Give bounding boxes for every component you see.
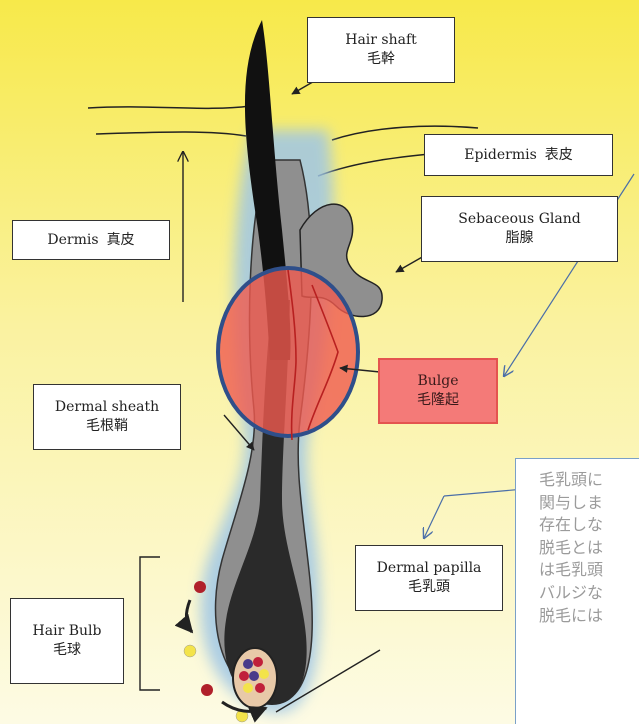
label-dermal-sheath: Dermal sheath 毛根鞘: [33, 384, 181, 450]
label-hair-shaft-en: Hair shaft: [345, 31, 417, 50]
note-line: 存在しな: [539, 514, 639, 537]
explanatory-note: 毛乳頭に 関与しま 存在しな 脱毛とは は毛乳頭 バルジな 脱毛には: [515, 458, 639, 724]
note-line: 脱毛には: [539, 605, 639, 628]
label-dermal-sheath-en: Dermal sheath: [55, 398, 159, 417]
label-hair-bulb-jp: 毛球: [53, 641, 81, 660]
note-line: バルジな: [539, 582, 639, 605]
label-hair-bulb-en: Hair Bulb: [33, 622, 102, 641]
label-dermal-papilla: Dermal papilla 毛乳頭: [355, 545, 503, 611]
label-bulge-en: Bulge: [417, 372, 458, 391]
note-line: 脱毛とは: [539, 537, 639, 560]
label-bulge-jp: 毛隆起: [417, 391, 459, 410]
label-hair-shaft-jp: 毛幹: [367, 50, 395, 69]
label-dermal-papilla-en: Dermal papilla: [377, 559, 482, 578]
note-line: 毛乳頭に: [539, 469, 639, 492]
label-hair-bulb: Hair Bulb 毛球: [10, 598, 124, 684]
label-sebaceous-gland-en: Sebaceous Gland: [458, 210, 580, 229]
label-sebaceous-gland: Sebaceous Gland 脂腺: [421, 196, 618, 262]
label-bulge: Bulge 毛隆起: [378, 358, 498, 424]
label-hair-shaft: Hair shaft 毛幹: [307, 17, 455, 83]
note-line: は毛乳頭: [539, 559, 639, 582]
label-epidermis-jp: 表皮: [545, 146, 573, 165]
label-sebaceous-gland-jp: 脂腺: [506, 229, 534, 248]
label-dermal-papilla-jp: 毛乳頭: [408, 578, 450, 597]
note-line: 関与しま: [539, 492, 639, 515]
label-epidermis: Epidermis 表皮: [424, 134, 613, 176]
label-dermis: Dermis 真皮: [12, 220, 170, 260]
bulge-highlight: [218, 268, 358, 436]
label-dermal-sheath-jp: 毛根鞘: [86, 417, 128, 436]
label-dermis-jp: 真皮: [107, 231, 135, 250]
label-dermis-en: Dermis: [47, 231, 98, 250]
label-epidermis-en: Epidermis: [464, 146, 537, 165]
